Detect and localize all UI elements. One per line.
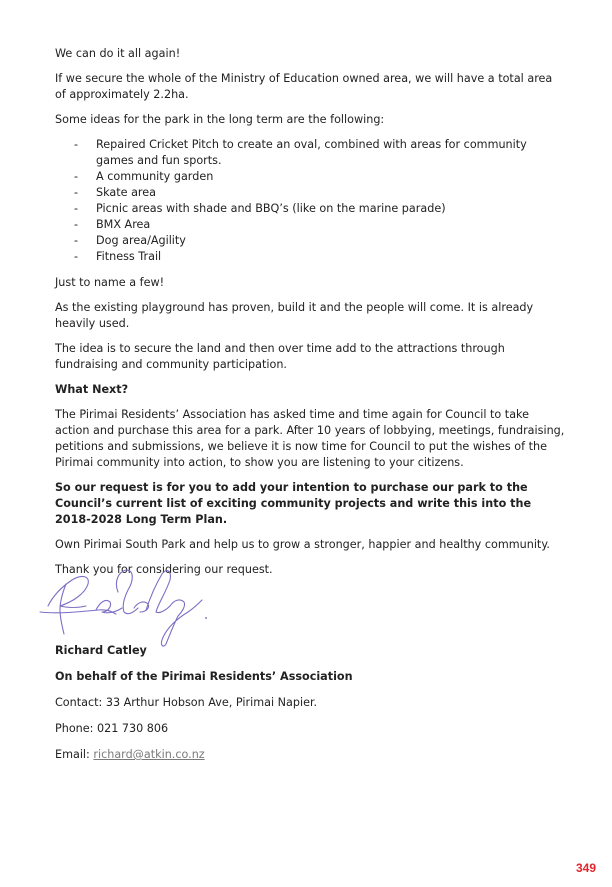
phone-line: Phone: 021 730 806	[55, 722, 169, 735]
list-item: -A community garden	[74, 170, 214, 183]
bullet-dash: -	[74, 250, 79, 263]
signoff-block: Richard Catley On behalf of the Pirimai …	[55, 643, 565, 773]
on-behalf-line: On behalf of the Pirimai Residents’ Asso…	[55, 670, 353, 683]
email-label: Email:	[55, 748, 94, 761]
list-item: -Picnic areas with shade and BBQ’s (like…	[74, 202, 446, 215]
own-park-paragraph: Own Pirimai South Park and help us to gr…	[55, 538, 550, 551]
association-paragraph: The Pirimai Residents’ Association has a…	[55, 408, 565, 469]
signer-name: Richard Catley	[55, 644, 147, 657]
list-item: -Fitness Trail	[74, 250, 162, 263]
list-item: -Dog area/Agility	[74, 234, 186, 247]
signature-dot	[205, 617, 207, 619]
bullet-dash: -	[74, 138, 79, 151]
just-few-text: Just to name a few!	[55, 276, 165, 289]
request-paragraph: So our request is for you to add your in…	[55, 481, 532, 526]
bullet-dash: -	[74, 234, 79, 247]
ideas-intro: Some ideas for the park in the long term…	[55, 113, 385, 126]
letter-body: We can do it all again! If we secure the…	[55, 46, 565, 587]
list-item: -BMX Area	[74, 218, 151, 231]
intro-text: We can do it all again!	[55, 47, 181, 60]
area-paragraph: If we secure the whole of the Ministry o…	[55, 72, 553, 101]
bullet-dash: -	[74, 218, 79, 231]
contact-line: Contact: 33 Arthur Hobson Ave, Pirimai N…	[55, 696, 318, 709]
list-item: -Repaired Cricket Pitch to create an ova…	[74, 138, 527, 167]
bullet-dash: -	[74, 170, 79, 183]
bullet-dash: -	[74, 202, 79, 215]
page-number: 349	[575, 861, 596, 875]
email-link[interactable]: richard@atkin.co.nz	[93, 748, 205, 761]
list-item: -Skate area	[74, 186, 157, 199]
playground-paragraph: As the existing playground has proven, b…	[55, 301, 534, 330]
thanks-paragraph: Thank you for considering our request.	[55, 563, 273, 576]
ideas-list: -Repaired Cricket Pitch to create an ova…	[55, 137, 565, 265]
idea-paragraph: The idea is to secure the land and then …	[55, 342, 505, 371]
email-line: Email: richard@atkin.co.nz	[55, 747, 565, 763]
what-next-heading: What Next?	[55, 383, 129, 396]
handwritten-signature	[39, 569, 203, 647]
bullet-dash: -	[74, 186, 79, 199]
